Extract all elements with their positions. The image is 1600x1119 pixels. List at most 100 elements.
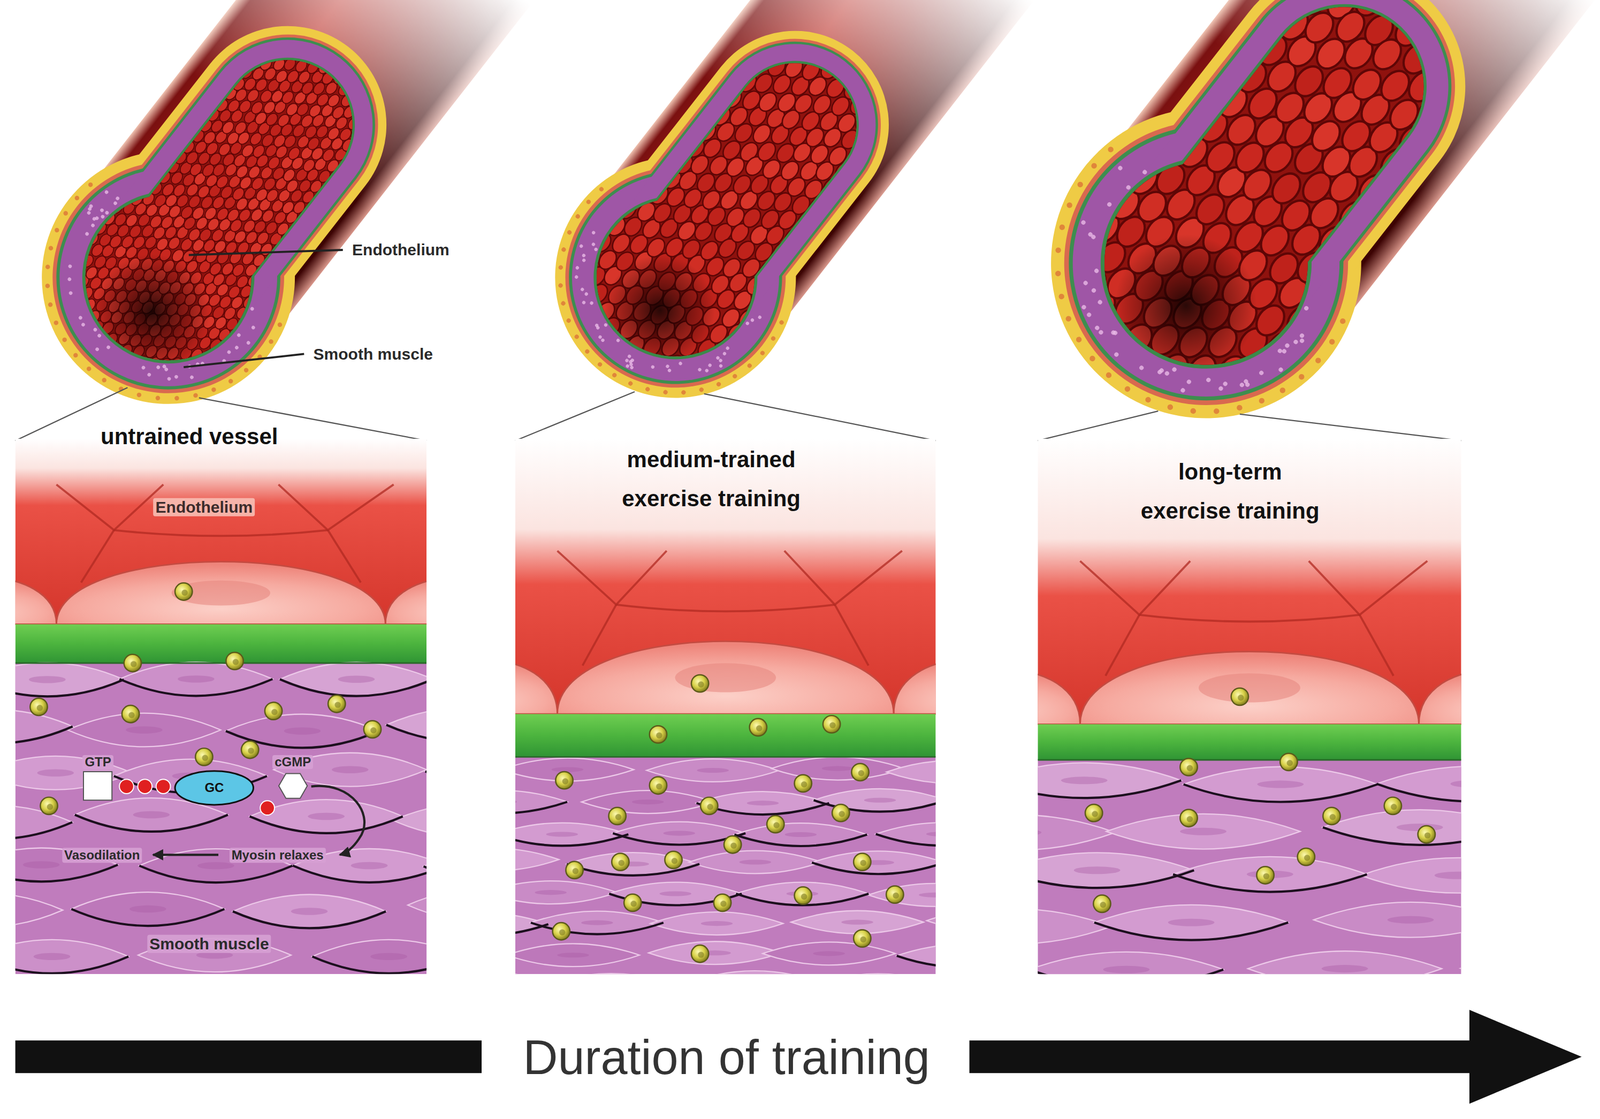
endothelial-cell <box>254 44 271 62</box>
wall-texture <box>1189 407 1198 416</box>
wall-texture <box>155 364 161 370</box>
endothelial-cell <box>236 316 253 334</box>
endothelial-cell <box>341 180 358 197</box>
endothelial-cell <box>569 279 594 306</box>
wall-texture <box>1328 337 1337 346</box>
wall-texture <box>1123 385 1132 394</box>
endothelial-cell <box>294 209 311 226</box>
wall-texture <box>73 194 81 202</box>
cell-nucleus <box>841 919 873 925</box>
endothelial-cell <box>241 294 258 311</box>
wall-texture <box>1281 348 1287 355</box>
endothelial-cell <box>794 208 819 234</box>
wall-texture <box>173 394 180 402</box>
endothelial-cell <box>735 306 761 332</box>
endothelial-cell <box>1292 247 1332 288</box>
smooth-muscle-cell <box>1094 904 1289 941</box>
smooth-muscle-cell <box>515 758 634 782</box>
endothelial-cell <box>299 35 316 53</box>
wall-texture <box>189 374 195 380</box>
wall-texture <box>100 214 105 219</box>
wall-texture <box>557 264 564 271</box>
endothelial-cell <box>753 21 779 47</box>
endothelial-cell <box>269 274 286 292</box>
cell-border <box>15 821 73 839</box>
no-molecule <box>565 861 583 879</box>
endothelial-cell <box>294 25 311 42</box>
molecule-label: GTP <box>82 755 113 769</box>
wall-texture <box>78 315 83 320</box>
endothelial-cell <box>43 283 60 301</box>
no-molecule-core <box>1091 810 1098 817</box>
wall-texture <box>104 210 110 216</box>
cell-nucleus <box>1073 866 1121 874</box>
endothelial-cell <box>186 117 203 135</box>
endothelial-cell <box>848 161 873 187</box>
wall-texture <box>1057 223 1066 232</box>
cell-nucleus <box>331 766 369 774</box>
wall-texture <box>1179 387 1186 394</box>
wall-texture <box>1113 351 1120 358</box>
endothelial-cell <box>1470 96 1510 137</box>
endothelial-cell <box>1065 235 1105 277</box>
endothelial-cell <box>837 126 863 152</box>
endothelial-cell <box>1273 272 1313 314</box>
endothelial-cell <box>60 262 77 279</box>
endothelial-cell <box>133 169 150 186</box>
smooth-muscle-cell <box>581 790 715 814</box>
cell-boundary <box>1359 614 1394 676</box>
endothelial-cell <box>336 158 353 175</box>
endothelial-cell <box>811 41 836 67</box>
endothelial-cell <box>141 158 158 175</box>
no-molecule-core <box>630 900 637 907</box>
cell-border <box>1094 922 1289 941</box>
no-molecule-core <box>181 589 188 596</box>
endothelial-cell <box>1443 93 1483 135</box>
wall-texture <box>87 206 93 212</box>
wall-texture <box>1185 378 1192 385</box>
cell-border <box>423 866 428 883</box>
wall-texture <box>115 195 120 201</box>
wall-texture <box>1284 342 1291 349</box>
endothelial-cell <box>312 48 329 66</box>
cell-nucleus <box>1450 780 1461 788</box>
wall-texture <box>1258 369 1265 376</box>
wall-texture <box>44 282 51 289</box>
cell-border <box>1037 780 1182 798</box>
no-molecule-core <box>829 722 836 729</box>
smooth-muscle-cell <box>544 973 678 974</box>
endothelial-cell <box>355 148 372 165</box>
cell-nucleus <box>1168 918 1215 927</box>
wall-texture <box>1057 292 1066 301</box>
endothelial-cell <box>806 193 832 219</box>
blood-vessel <box>0 0 539 455</box>
endothelial-cell <box>1402 145 1442 187</box>
endothelial-cell <box>800 224 825 250</box>
wall-texture <box>580 286 585 292</box>
no-molecule <box>363 720 382 738</box>
molecule-box: GTP <box>82 755 113 802</box>
endothelial-cell <box>55 284 72 301</box>
endothelial-cell <box>177 127 194 145</box>
no-molecule-core <box>656 783 662 790</box>
cell-nucleus <box>1434 871 1462 880</box>
endothelial-cell <box>195 106 212 124</box>
endothelial-cell <box>391 116 408 134</box>
endothelial-cell <box>219 337 236 354</box>
wall-texture <box>718 363 724 369</box>
wall-texture <box>557 282 564 289</box>
wall-texture <box>85 365 93 372</box>
no-molecule <box>1179 758 1198 776</box>
endothelial-cell <box>767 290 793 316</box>
endothelial-cell <box>326 168 344 185</box>
endothelial-cell <box>652 148 678 174</box>
molecule-label: GC <box>204 780 224 795</box>
endothelial-cell <box>216 63 233 81</box>
wall-texture <box>591 241 597 247</box>
wall-texture <box>268 338 275 345</box>
endothelial-cell <box>227 64 244 81</box>
endothelial-cell <box>385 95 402 113</box>
wall-texture <box>584 348 591 355</box>
no-molecule-core <box>36 704 43 711</box>
wall-texture <box>677 361 683 367</box>
